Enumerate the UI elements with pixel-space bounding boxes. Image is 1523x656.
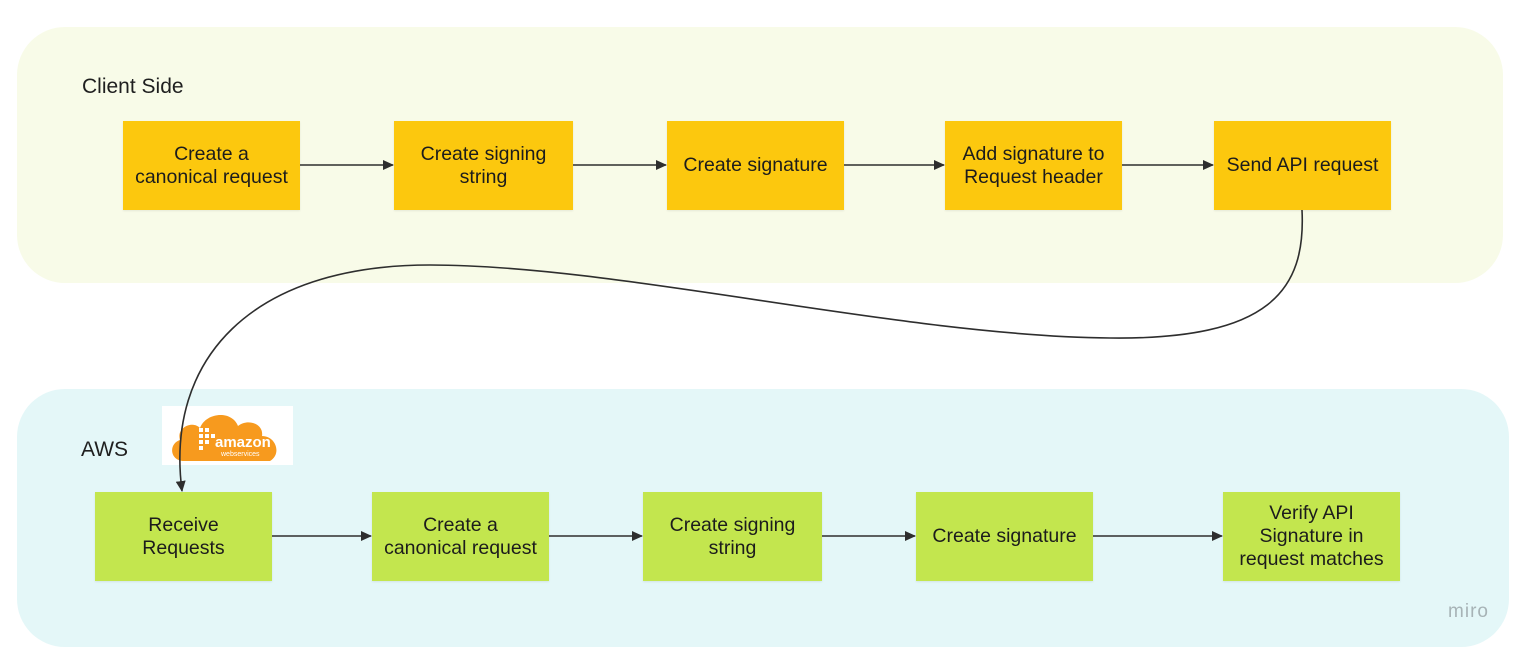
client-step-canonical-request[interactable]: Create a canonical request bbox=[123, 121, 300, 210]
aws-step-signing-string[interactable]: Create signing string bbox=[643, 492, 822, 581]
aws-logo-subtext: webservices bbox=[220, 451, 260, 458]
client-step-send-api-request[interactable]: Send API request bbox=[1214, 121, 1391, 210]
client-step-add-signature-header[interactable]: Add signature to Request header bbox=[945, 121, 1122, 210]
aws-step-receive-requests[interactable]: Receive Requests bbox=[95, 492, 272, 581]
client-step-create-signature[interactable]: Create signature bbox=[667, 121, 844, 210]
aws-step-create-signature[interactable]: Create signature bbox=[916, 492, 1093, 581]
client-side-title: Client Side bbox=[82, 75, 184, 98]
aws-logo-wordmark: amazon bbox=[215, 434, 271, 451]
aws-title: AWS bbox=[81, 438, 129, 461]
client-step-signing-string[interactable]: Create signing string bbox=[394, 121, 573, 210]
aws-logo: amazon webservices bbox=[162, 406, 293, 465]
miro-watermark: miro bbox=[1448, 601, 1489, 622]
aws-step-canonical-request[interactable]: Create a canonical request bbox=[372, 492, 549, 581]
aws-step-verify-signature[interactable]: Verify API Signature in request matches bbox=[1223, 492, 1400, 581]
aws-cloud-icon: amazon webservices bbox=[172, 414, 277, 461]
